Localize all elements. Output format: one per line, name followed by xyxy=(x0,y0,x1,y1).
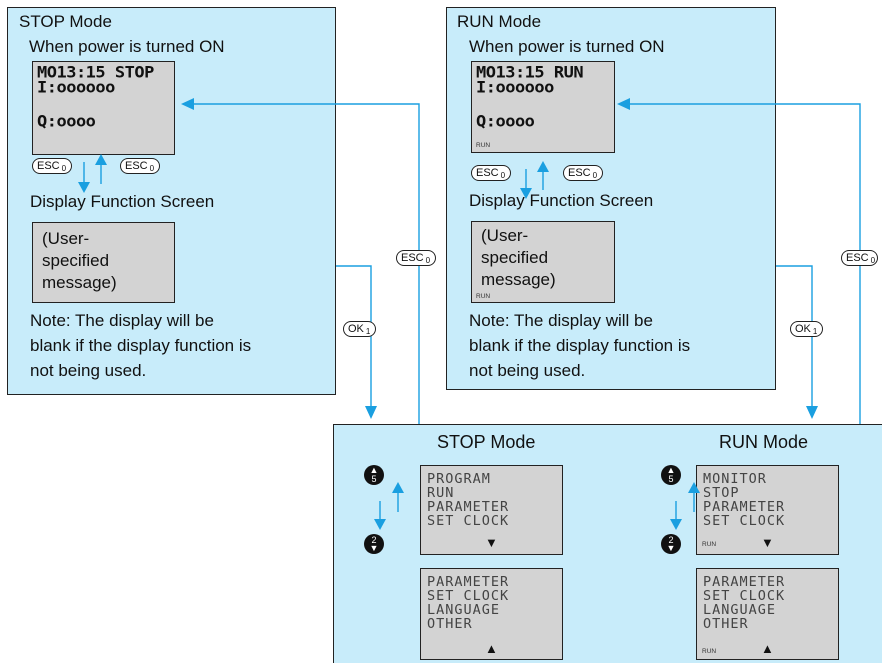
arrowhead xyxy=(78,182,90,193)
menu-line: STOP xyxy=(703,485,740,501)
menu-line: PARAMETER xyxy=(427,574,510,590)
scroll-down-icon: ▼ xyxy=(485,535,498,550)
ok-connector-run xyxy=(776,265,813,407)
run-panel-title: RUN Mode xyxy=(457,12,542,31)
arrowhead xyxy=(520,188,532,199)
lcd-line-clock: MO13:15 STOP xyxy=(37,63,154,83)
esc-connector-stop xyxy=(194,103,420,424)
stop-display-function-label: Display Function Screen xyxy=(30,192,215,211)
stop-status-lcd: MO13:15 STOP I:oooooo Q:oooo xyxy=(32,61,175,155)
up-button-icon: ▲5 xyxy=(364,465,384,485)
stop-note-line-1: Note: The display will be xyxy=(30,311,214,330)
arrowhead xyxy=(181,98,194,110)
run-indicator: RUN xyxy=(476,142,491,149)
run-mode-panel: RUN Mode When power is turned ON MO13:15… xyxy=(446,7,776,390)
stop-message-lcd: (User- specified message) xyxy=(32,222,175,303)
menu-line: SET CLOCK xyxy=(427,513,510,529)
message-line-3: message) xyxy=(42,273,117,292)
menu-line: PROGRAM xyxy=(427,471,491,487)
menu-run-heading: RUN Mode xyxy=(719,432,809,452)
esc-connector-run xyxy=(630,103,861,424)
arrowhead xyxy=(617,98,630,110)
menu-line: LANGUAGE xyxy=(703,602,777,618)
run-note-line-1: Note: The display will be xyxy=(469,311,653,330)
message-line-3: message) xyxy=(481,270,556,289)
menu-line: MONITOR xyxy=(703,471,767,487)
menu-line: SET CLOCK xyxy=(427,588,510,604)
run-message-lcd: (User- specified message) RUN xyxy=(471,221,615,303)
arrowhead xyxy=(537,161,549,172)
run-panel-subtitle: When power is turned ON xyxy=(469,37,665,56)
menu-line: PARAMETER xyxy=(703,499,786,515)
run-display-function-label: Display Function Screen xyxy=(469,191,654,210)
run-note-line-3: not being used. xyxy=(469,361,586,380)
run-indicator: RUN xyxy=(702,648,717,655)
lcd-line-inputs: I:oooooo xyxy=(37,78,115,98)
scroll-down-icon: ▼ xyxy=(761,535,774,550)
message-line-1: (User- xyxy=(481,226,529,245)
menu-line: LANGUAGE xyxy=(427,602,501,618)
stop-mode-panel: STOP Mode When power is turned ON MO13:1… xyxy=(7,7,336,395)
stop-panel-title: STOP Mode xyxy=(19,12,112,31)
lcd-line-outputs: Q:oooo xyxy=(476,112,535,132)
run-indicator: RUN xyxy=(702,541,717,548)
scroll-up-icon: ▲ xyxy=(485,641,498,656)
arrowhead xyxy=(806,406,818,419)
menu-stop-heading: STOP Mode xyxy=(437,432,536,452)
message-line-2: specified xyxy=(481,248,549,267)
lcd-line-outputs: Q:oooo xyxy=(37,112,96,132)
menu-panel: STOP Mode RUN Mode ▲5 2▼ ▲5 2▼ PROGRAM R… xyxy=(333,424,882,663)
scroll-up-icon: ▲ xyxy=(761,641,774,656)
menu-line: OTHER xyxy=(703,616,749,632)
stop-note-line-3: not being used. xyxy=(30,361,147,380)
menu-line: SET CLOCK xyxy=(703,588,786,604)
arrowhead xyxy=(95,154,107,165)
run-status-lcd: MO13:15 RUN I:oooooo Q:oooo RUN xyxy=(471,61,615,153)
arrowhead xyxy=(670,519,682,530)
arrowhead xyxy=(374,519,386,530)
stop-note-line-2: blank if the display function is xyxy=(30,336,252,355)
stop-menu-lcd-bottom: PARAMETER SET CLOCK LANGUAGE OTHER ▲ xyxy=(420,568,563,660)
stop-menu-lcd-top: PROGRAM RUN PARAMETER SET CLOCK ▼ xyxy=(420,465,563,555)
menu-line: PARAMETER xyxy=(427,499,510,515)
menu-line: PARAMETER xyxy=(703,574,786,590)
arrowhead xyxy=(392,482,404,493)
run-indicator: RUN xyxy=(476,293,491,300)
arrowhead xyxy=(688,482,700,493)
lcd-line-clock: MO13:15 RUN xyxy=(476,63,584,83)
run-note-line-2: blank if the display function is xyxy=(469,336,691,355)
lcd-line-inputs: I:oooooo xyxy=(476,78,554,98)
stop-panel-subtitle: When power is turned ON xyxy=(29,37,225,56)
arrowhead xyxy=(365,406,377,419)
ok-connector-stop xyxy=(336,265,372,407)
message-line-1: (User- xyxy=(42,229,90,248)
menu-line: OTHER xyxy=(427,616,473,632)
run-menu-lcd-bottom: PARAMETER SET CLOCK LANGUAGE OTHER RUN ▲ xyxy=(696,568,839,660)
menu-line: SET CLOCK xyxy=(703,513,786,529)
up-button-icon: ▲5 xyxy=(661,465,681,485)
down-button-icon: 2▼ xyxy=(364,534,384,554)
menu-line: RUN xyxy=(427,485,455,501)
message-line-2: specified xyxy=(42,251,110,270)
run-menu-lcd-top: MONITOR STOP PARAMETER SET CLOCK RUN ▼ xyxy=(696,465,839,555)
down-button-icon: 2▼ xyxy=(661,534,681,554)
